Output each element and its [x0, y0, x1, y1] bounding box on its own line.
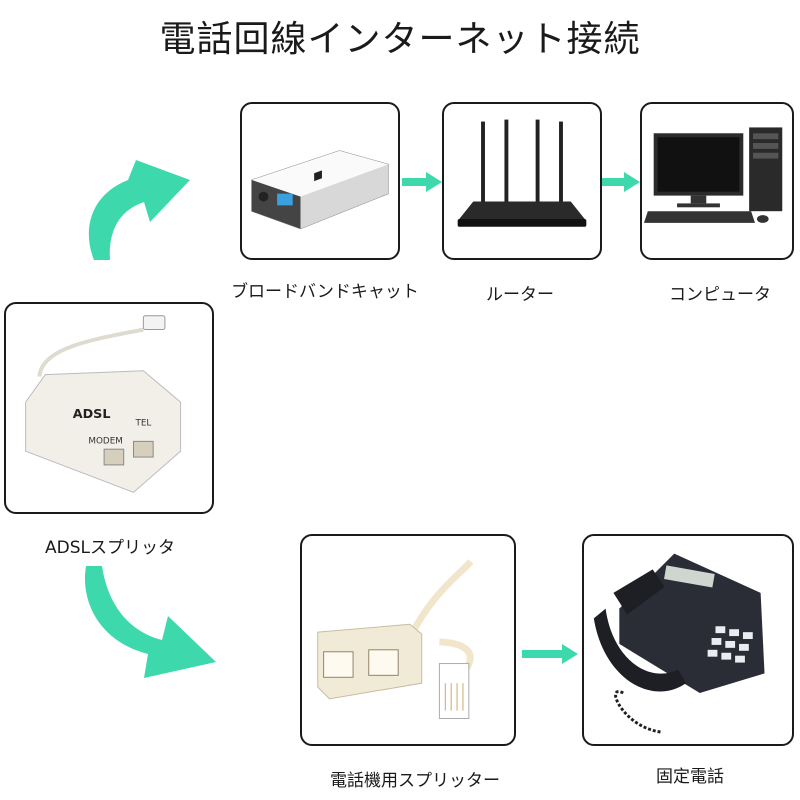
curved-arrow-icon	[84, 566, 216, 678]
fixed-phone-label: 固定電話	[656, 767, 724, 787]
computer-image	[643, 127, 783, 223]
arrow-right-icon	[402, 172, 442, 192]
desk-phone-box	[582, 534, 794, 746]
modem-port-text: MODEM	[88, 436, 122, 446]
phone-splitter-box	[300, 534, 516, 746]
adsl-splitter-box: ADSL MODEM TEL	[4, 302, 214, 514]
computer-device-box	[640, 102, 794, 260]
page-title: 電話回線インターネット接続	[159, 19, 641, 60]
phone-splitter-image	[317, 559, 474, 719]
adsl-splitter-image: ADSL MODEM TEL	[25, 315, 182, 493]
broadband-modem-image	[251, 150, 389, 230]
computer-label: コンピュータ	[669, 285, 771, 305]
router-image	[457, 119, 587, 227]
arrow-right-icon	[522, 644, 578, 664]
adsl-splitter-label: ADSLスプリッタ	[45, 538, 175, 558]
broadband-device-box	[240, 102, 400, 260]
desk-phone-image	[593, 553, 765, 734]
curved-arrow-icon	[88, 160, 190, 260]
broadband-label: ブロードバンドキャット	[231, 282, 419, 302]
arrow-right-icon	[602, 172, 640, 192]
tel-port-text: TEL	[134, 419, 151, 429]
router-device-box	[442, 102, 602, 260]
router-label: ルーター	[486, 285, 554, 305]
adsl-brand-text: ADSL	[73, 407, 111, 422]
phone-splitter-label: 電話機用スプリッター	[330, 771, 500, 791]
